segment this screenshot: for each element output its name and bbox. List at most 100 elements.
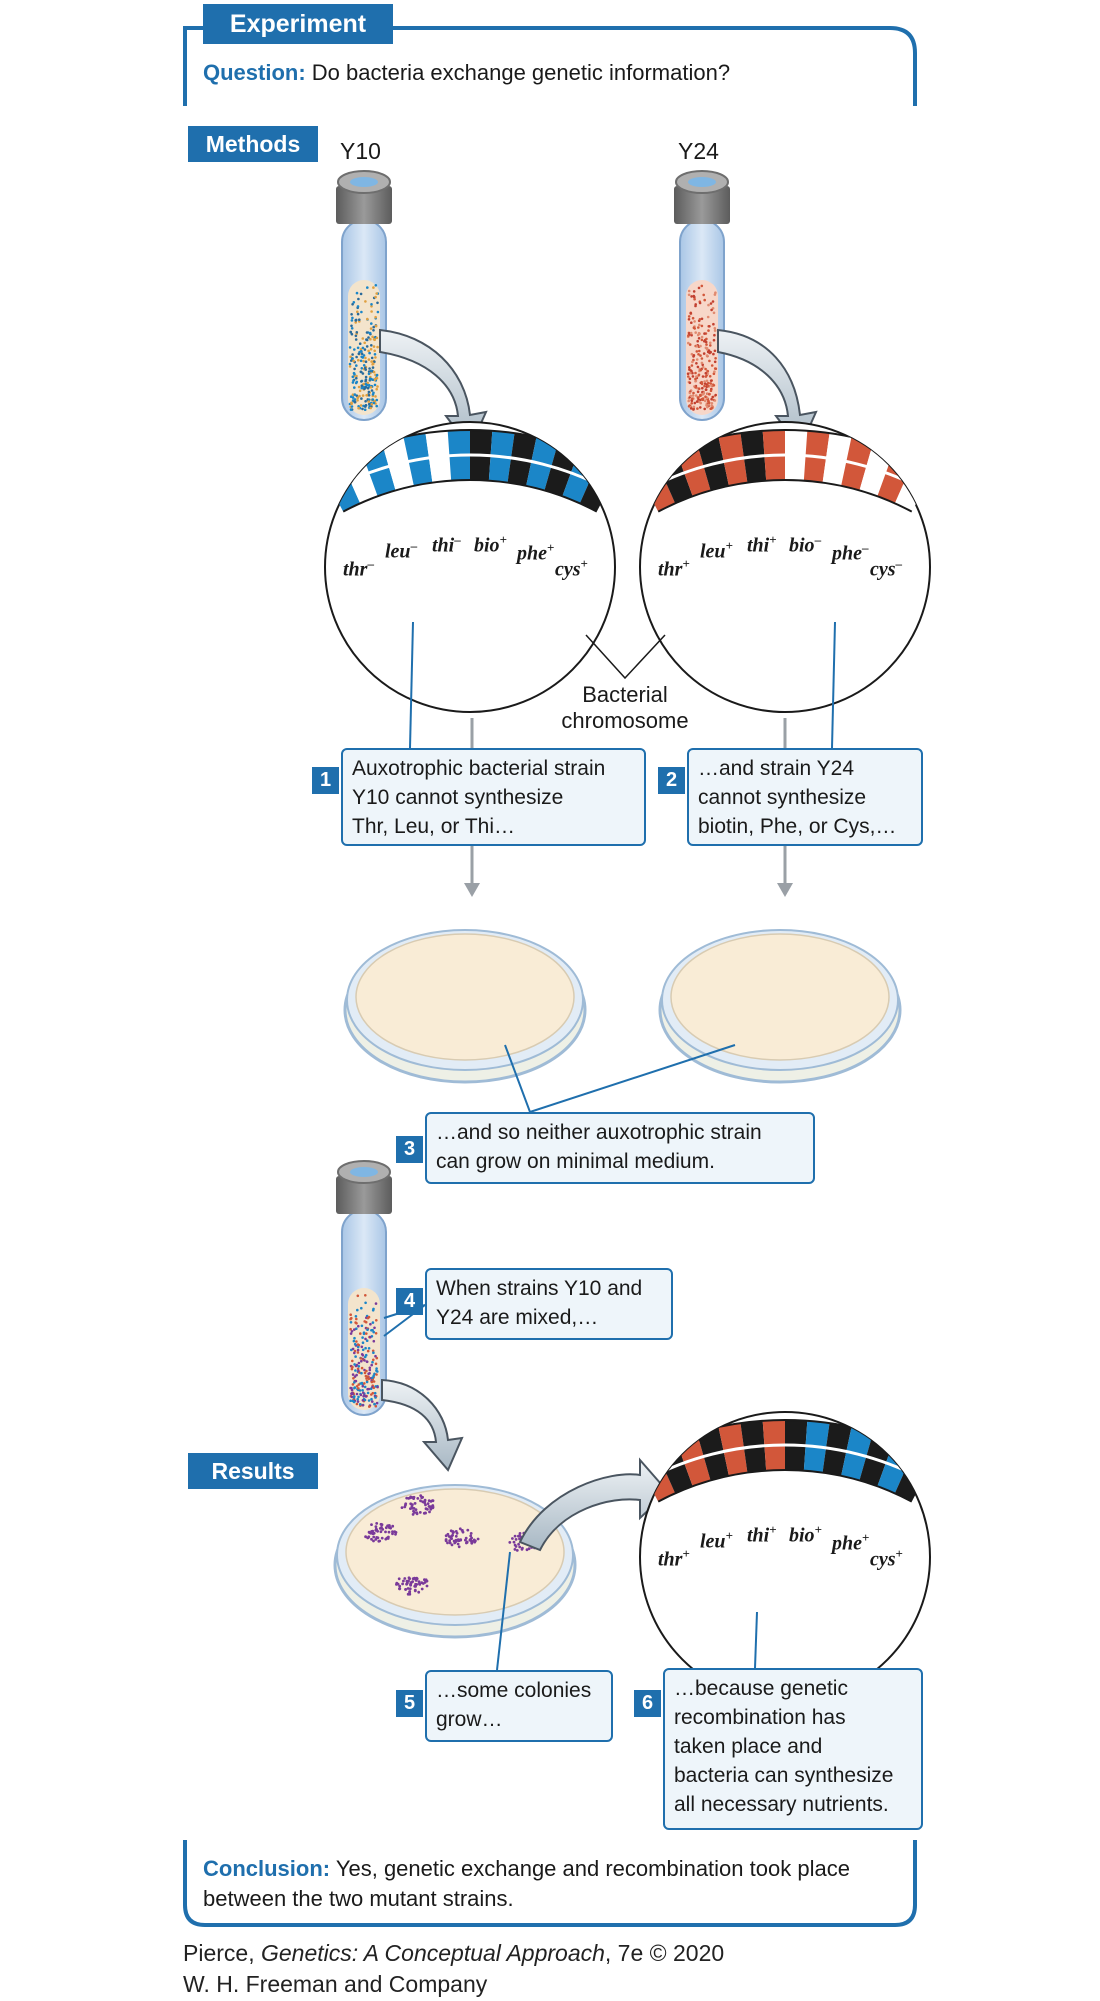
bacterium-y24 bbox=[697, 353, 700, 356]
bacterium-y24 bbox=[692, 355, 695, 358]
colony-cell bbox=[513, 1548, 517, 1551]
pointer-step-6 bbox=[754, 1611, 758, 1669]
colonies bbox=[364, 1494, 542, 1596]
bacterium-y10 bbox=[355, 355, 358, 359]
bacterium-y24 bbox=[697, 387, 701, 391]
bacterium-mixed bbox=[361, 1341, 365, 1344]
bacterium-y24 bbox=[706, 315, 710, 319]
bacterium-mixed bbox=[360, 1371, 363, 1375]
bacterium-y10 bbox=[359, 359, 363, 363]
bacterium-mixed bbox=[375, 1367, 378, 1370]
bacterium-y24 bbox=[695, 345, 699, 348]
conclusion-body: Yes, genetic exchange and recombination … bbox=[203, 1856, 850, 1911]
bacterium-y24 bbox=[712, 322, 715, 326]
bacterium-y10 bbox=[354, 321, 358, 324]
bacterium-y24 bbox=[691, 375, 695, 378]
conclusion-text: Conclusion: Yes, genetic exchange and re… bbox=[203, 1854, 903, 1914]
bacterium-y10 bbox=[361, 337, 365, 340]
bacterium-y10 bbox=[353, 398, 357, 401]
colony-cell bbox=[515, 1549, 519, 1552]
bacterium-y10 bbox=[364, 300, 367, 303]
bacterium-mixed bbox=[362, 1331, 366, 1334]
bacterium-y24 bbox=[689, 371, 692, 375]
bacterium-y10 bbox=[372, 286, 375, 289]
colony-cell bbox=[379, 1530, 383, 1534]
colony-cell bbox=[419, 1499, 422, 1503]
colony-cell bbox=[512, 1540, 516, 1544]
bacterium-y24 bbox=[703, 407, 706, 411]
bacterium-y24 bbox=[689, 312, 692, 315]
bacterium-y24 bbox=[713, 370, 716, 374]
bacterium-mixed bbox=[363, 1371, 367, 1375]
bacterium-mixed bbox=[357, 1383, 361, 1386]
bacterium-y10 bbox=[352, 301, 356, 304]
bacterium-y24 bbox=[710, 384, 713, 388]
colony-cell bbox=[377, 1539, 381, 1543]
bacterium-y24 bbox=[712, 384, 716, 387]
colony-cell bbox=[411, 1513, 415, 1516]
bacterium-y24 bbox=[697, 326, 700, 329]
bacterium-y24 bbox=[710, 308, 713, 312]
bacterium-y10 bbox=[365, 345, 369, 348]
bacterium-y24 bbox=[698, 349, 701, 353]
gene-label-y10-thr: thr– bbox=[343, 556, 374, 581]
bacterium-y24 bbox=[702, 293, 705, 297]
bacterium-y24 bbox=[693, 320, 696, 323]
bacterium-y24 bbox=[701, 375, 705, 378]
colony-cell bbox=[425, 1584, 429, 1588]
bacterium-y24 bbox=[693, 401, 697, 405]
gene-label-rec-leu: leu+ bbox=[700, 1528, 733, 1553]
colony-cell bbox=[380, 1523, 384, 1527]
bacterium-y24 bbox=[695, 400, 699, 403]
bacteria-dots-y10 bbox=[348, 284, 380, 412]
bacterium-y10 bbox=[358, 318, 361, 322]
bacterium-y24 bbox=[696, 407, 699, 410]
bacterium-y10 bbox=[372, 345, 376, 348]
colony-cell bbox=[384, 1537, 388, 1541]
bacterium-y10 bbox=[351, 393, 355, 397]
colony-cell bbox=[403, 1505, 407, 1509]
bacterium-y24 bbox=[697, 398, 700, 401]
bacterium-y10 bbox=[371, 393, 375, 396]
bacterium-y24 bbox=[695, 358, 699, 361]
bacterium-y24 bbox=[701, 365, 705, 369]
bacterium-y10 bbox=[366, 286, 369, 289]
bacterium-y24 bbox=[687, 334, 690, 337]
bacterium-y24 bbox=[712, 352, 715, 356]
bacterium-mixed bbox=[361, 1403, 365, 1407]
bacterium-mixed bbox=[360, 1345, 364, 1349]
bacterium-y24 bbox=[711, 300, 715, 303]
strain-label-y10: Y10 bbox=[340, 138, 381, 164]
colony-cell bbox=[456, 1542, 460, 1546]
bacterium-mixed bbox=[371, 1309, 375, 1312]
bacterium-y24 bbox=[705, 343, 708, 346]
colony-cell bbox=[414, 1582, 417, 1586]
bacterium-y10 bbox=[367, 336, 370, 339]
bacterium-y10 bbox=[356, 305, 360, 308]
bacterium-y10 bbox=[368, 351, 371, 355]
bacterium-y10 bbox=[369, 406, 373, 410]
bacterium-y24 bbox=[714, 393, 717, 397]
bacterium-y10 bbox=[365, 331, 369, 334]
bacterium-y24 bbox=[698, 332, 701, 336]
bacterium-y10 bbox=[375, 336, 379, 340]
colony-cell bbox=[469, 1534, 473, 1538]
colony-cell bbox=[412, 1507, 416, 1510]
bacterium-mixed bbox=[365, 1360, 369, 1363]
test-tube-mixed bbox=[336, 1160, 392, 1416]
bacterium-y24 bbox=[706, 369, 710, 373]
bacterium-y10 bbox=[355, 376, 358, 380]
experiment-frame bbox=[183, 26, 917, 106]
bacterium-y24 bbox=[707, 349, 711, 352]
colony-cell bbox=[415, 1511, 419, 1515]
colony-cell bbox=[473, 1540, 477, 1544]
bacterium-y24 bbox=[708, 375, 712, 378]
colony-cell bbox=[393, 1530, 397, 1533]
colony-cell bbox=[431, 1499, 434, 1502]
bacterium-y10 bbox=[352, 359, 355, 363]
bacterium-y24 bbox=[704, 367, 707, 371]
bacterium-mixed bbox=[372, 1358, 375, 1362]
bacterium-y24 bbox=[687, 289, 691, 293]
bacterium-y10 bbox=[362, 382, 366, 386]
